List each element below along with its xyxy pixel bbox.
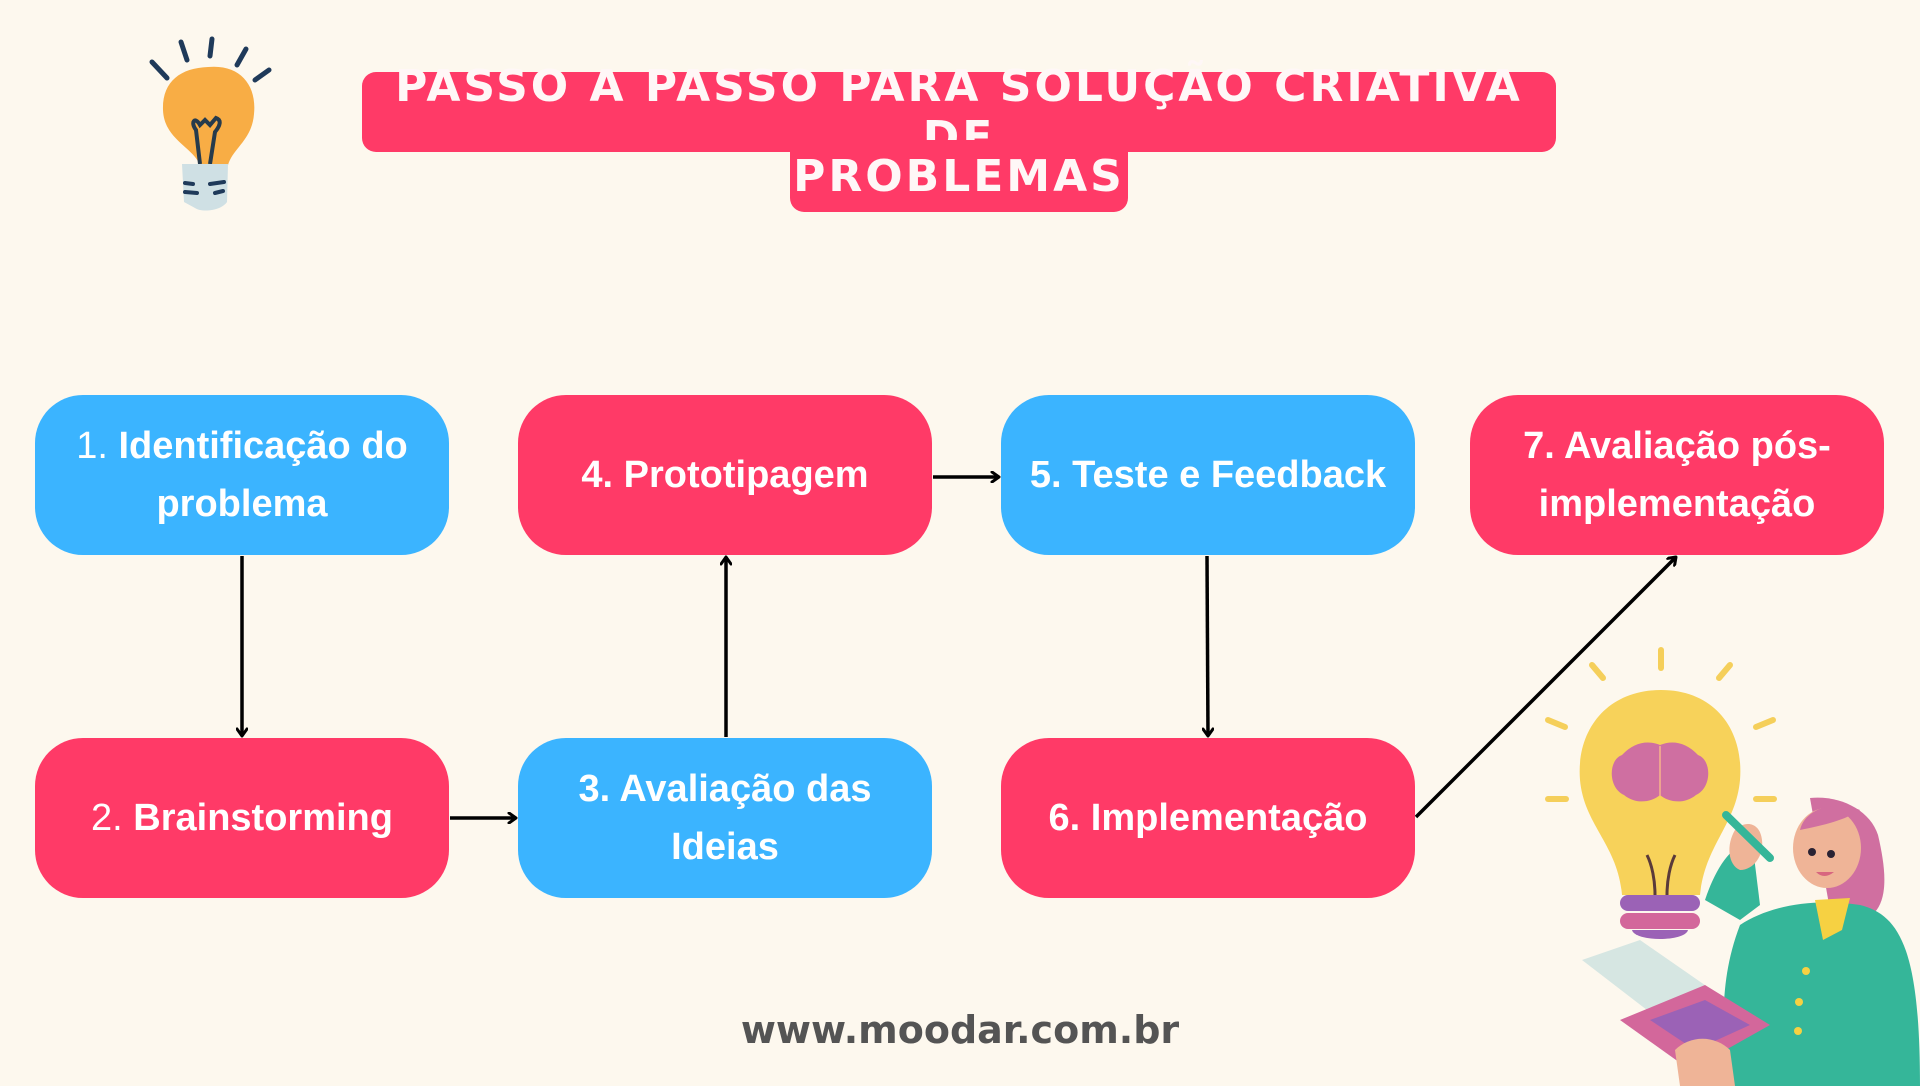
step-6-box: 6. Implementação <box>1001 738 1415 898</box>
step-label: Implementação <box>1090 797 1368 839</box>
step-label: Teste e Feedback <box>1072 454 1387 496</box>
arrow-6-to-7 <box>1414 557 1676 819</box>
title-line-2: PROBLEMAS <box>793 150 1125 202</box>
step-number: 3. <box>578 768 611 810</box>
step-label: Avaliação das Ideias <box>619 768 872 868</box>
arrow-5-to-6 <box>1207 555 1208 736</box>
step-number: 1. <box>76 425 108 467</box>
step-7-box: 7. Avaliação pós-implementação <box>1470 395 1884 555</box>
lightbulb-icon <box>149 36 272 211</box>
step-2-box: 2. Brainstorming <box>35 738 449 898</box>
step-label: Avaliação pós-implementação <box>1538 425 1831 525</box>
step-number: 5. <box>1029 454 1062 496</box>
title-banner: PASSO A PASSO PARA SOLUÇÃO CRIATIVA DE <box>362 61 1556 163</box>
step-1-box: 1. Identificação do problema <box>35 395 449 555</box>
woman-with-lightbulb-illustration <box>1545 647 1920 1086</box>
step-number: 6. <box>1048 797 1081 839</box>
step-label: Brainstorming <box>133 797 393 839</box>
step-number: 7. <box>1523 425 1555 467</box>
step-number: 2. <box>91 797 123 839</box>
step-5-box: 5. Teste e Feedback <box>1001 395 1415 555</box>
step-label: Prototipagem <box>623 454 869 496</box>
footer-url: www.moodar.com.br <box>740 1008 1180 1052</box>
step-number: 4. <box>581 454 614 496</box>
title-banner-continuation: PROBLEMAS <box>790 140 1128 212</box>
step-3-box: 3. Avaliação das Ideias <box>518 738 932 898</box>
step-label: Identificação do problema <box>118 425 408 525</box>
step-4-box: 4. Prototipagem <box>518 395 932 555</box>
